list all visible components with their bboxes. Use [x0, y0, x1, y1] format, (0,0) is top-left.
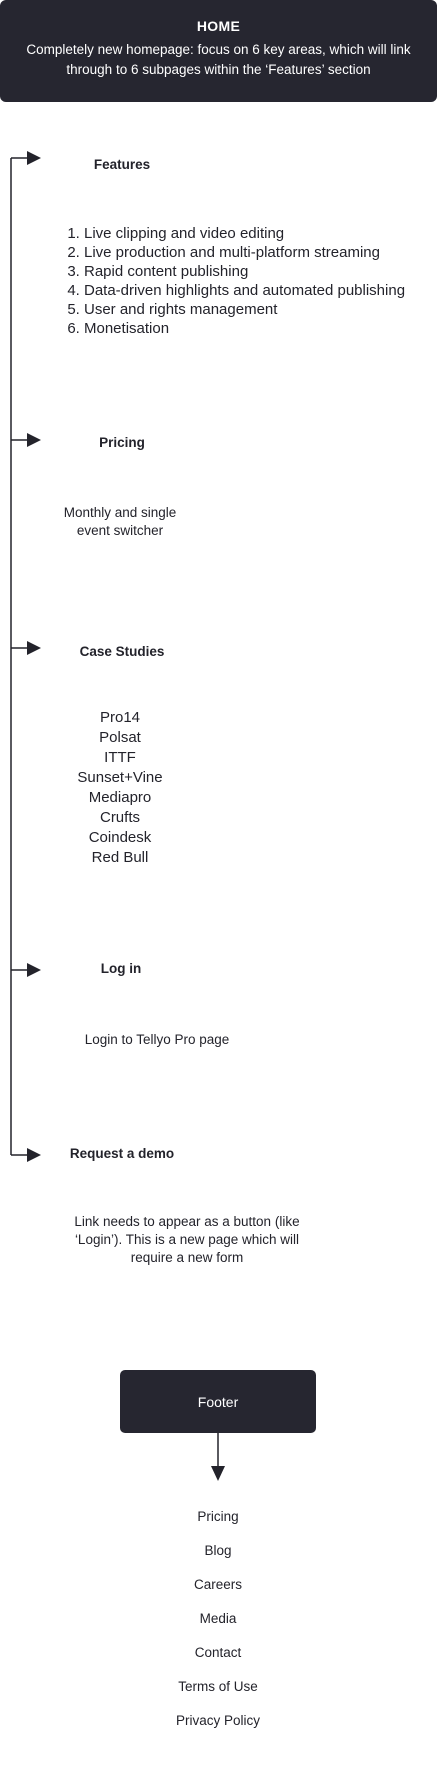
case-study-item: Polsat [99, 729, 141, 746]
footer-link-terms: Terms of Use [178, 1679, 258, 1694]
footer-link-pricing: Pricing [197, 1509, 239, 1524]
feature-item: Data-driven highlights and automated pub… [84, 281, 405, 300]
arrow-footer-down [211, 1433, 225, 1481]
case-study-item: Crufts [99, 809, 140, 826]
case-study-item: Coindesk [88, 829, 152, 846]
login-note: Login to Tellyo Pro page [84, 1032, 230, 1047]
login-heading: Log in [100, 961, 142, 976]
case-study-item: Pro14 [99, 709, 141, 726]
case-study-item: ITTF [104, 749, 136, 766]
home-box: HOME Completely new homepage: focus on 6… [0, 0, 437, 102]
feature-item: Live production and multi-platform strea… [84, 243, 405, 262]
home-subtitle: Completely new homepage: focus on 6 key … [26, 42, 411, 77]
feature-item: User and rights management [84, 300, 405, 319]
footer-links-list: Pricing Blog Careers Media Contact Terms… [118, 1505, 318, 1743]
request-demo-heading: Request a demo [69, 1146, 175, 1161]
case-study-item: Sunset+Vine [77, 769, 163, 786]
case-studies-list: Pro14 Polsat ITTF Sunset+Vine Mediapro C… [50, 708, 190, 868]
arrow-to-request-demo [11, 1148, 41, 1162]
pricing-heading: Pricing [99, 435, 145, 450]
arrow-to-case-studies [11, 641, 41, 655]
footer-link-blog: Blog [204, 1543, 232, 1558]
pricing-note: Monthly and single event switcher [63, 505, 177, 538]
case-study-item: Mediapro [88, 789, 152, 806]
footer-link-media: Media [199, 1611, 237, 1626]
footer-box: Footer [120, 1370, 316, 1433]
case-studies-heading: Case Studies [79, 644, 165, 659]
request-demo-note: Link needs to appear as a button (like ‘… [74, 1214, 300, 1265]
feature-item: Rapid content publishing [84, 262, 405, 281]
feature-item: Live clipping and video editing [84, 224, 405, 243]
footer-link-careers: Careers [193, 1577, 242, 1592]
features-heading: Features [93, 157, 151, 172]
case-study-item: Red Bull [91, 849, 149, 866]
feature-item: Monetisation [84, 319, 405, 338]
home-title: HOME [196, 18, 241, 34]
arrow-to-pricing [11, 433, 41, 447]
arrow-to-features [11, 151, 41, 165]
arrow-to-login [11, 963, 41, 977]
footer-link-contact: Contact [194, 1645, 242, 1660]
features-list: Live clipping and video editing Live pro… [68, 224, 405, 338]
footer-link-privacy: Privacy Policy [175, 1713, 261, 1728]
